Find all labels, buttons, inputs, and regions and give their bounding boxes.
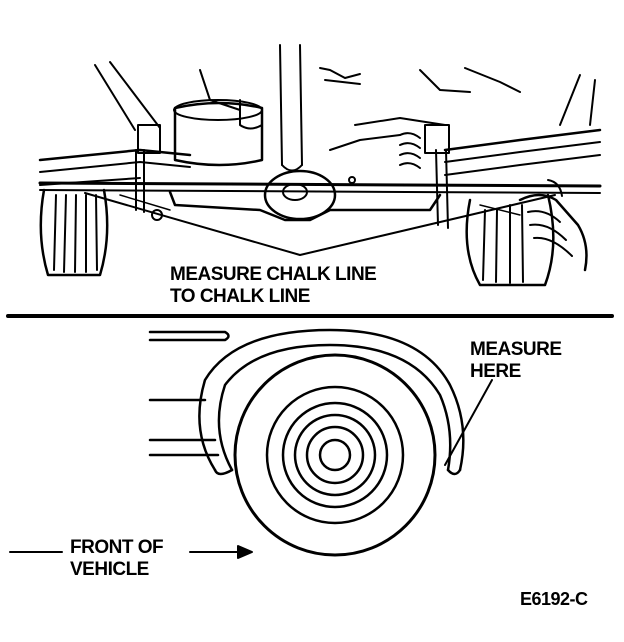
front-of-vehicle-label: FRONT OF VEHICLE: [70, 537, 164, 580]
wheel-icon: [233, 353, 437, 557]
vehicle-text: VEHICLE: [70, 559, 149, 580]
measure-pointer: [444, 379, 493, 466]
here-text: HERE: [470, 361, 521, 382]
rear-axle-illustration: [38, 44, 602, 287]
left-rear-tire: [39, 188, 109, 277]
right-rear-tire: [465, 193, 555, 287]
measure-chalk-line-text: MEASURE CHALK LINE: [170, 264, 377, 285]
fender-wheel-illustration: [148, 328, 493, 557]
measure-here-label: MEASURE HERE: [470, 340, 562, 381]
measure-text: MEASURE: [470, 339, 562, 360]
measure-chalk-line-label: MEASURE CHALK LINE TO CHALK LINE: [170, 264, 377, 307]
to-chalk-line-text: TO CHALK LINE: [170, 286, 310, 307]
coil-spring: [399, 132, 421, 169]
figure-code: E6192-C: [520, 589, 588, 609]
front-of-text: FRONT OF: [70, 537, 164, 558]
front-direction-arrow: [9, 545, 253, 559]
hand-icon: [518, 179, 588, 272]
